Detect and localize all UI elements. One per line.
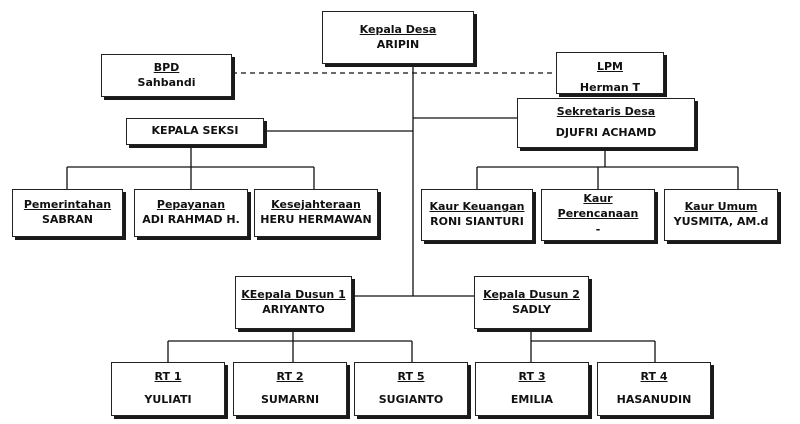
dusun-title: Kepala Dusun 2: [483, 287, 580, 301]
rt-title: RT 2: [276, 370, 304, 384]
kaur-title: Kaur Umum: [684, 200, 758, 214]
rt-name: HASANUDIN: [616, 392, 692, 406]
seksi-kesejahteraan-box: Kesejahteraan HERU HERMAWAN: [254, 189, 378, 237]
sekretaris-desa-title: Sekretaris Desa: [556, 105, 656, 119]
seksi-name: ADI RAHMAD H.: [142, 213, 240, 226]
bpd-name: Sahbandi: [137, 75, 196, 89]
sekretaris-desa-name: DJUFRI ACHAMD: [555, 126, 657, 140]
kepala-desa-name: ARIPIN: [376, 37, 420, 51]
bpd-box: BPD Sahbandi: [101, 54, 232, 97]
seksi-title: Pepayanan: [156, 198, 226, 212]
seksi-name: HERU HERMAWAN: [260, 213, 372, 226]
kepala-dusun-1-box: KEepala Dusun 1 ARIYANTO: [235, 276, 352, 329]
dusun-name: SADLY: [512, 302, 551, 316]
kaur-name: YUSMITA, AM.d: [673, 215, 769, 228]
rt-2-box: RT 2 SUMARNI: [233, 362, 347, 416]
rt-5-box: RT 5 SUGIANTO: [354, 362, 468, 416]
sekretaris-desa-box: Sekretaris Desa DJUFRI ACHAMD: [517, 98, 695, 148]
rt-title: RT 5: [397, 370, 425, 384]
dusun-name: ARIYANTO: [262, 302, 325, 316]
kepala-desa-box: Kepala Desa ARIPIN: [322, 11, 474, 64]
rt-name: SUMARNI: [260, 392, 320, 406]
rt-name: EMILIA: [510, 392, 554, 406]
rt-4-box: RT 4 HASANUDIN: [597, 362, 711, 416]
seksi-title: Pemerintahan: [23, 198, 112, 212]
lpm-name: Herman T: [579, 80, 641, 94]
seksi-pepayanan-box: Pepayanan ADI RAHMAD H.: [134, 189, 248, 237]
kaur-umum-box: Kaur Umum YUSMITA, AM.d: [664, 189, 778, 241]
kepala-desa-title: Kepala Desa: [359, 22, 437, 36]
lpm-box: LPM Herman T: [556, 52, 664, 94]
kepala-seksi-title: KEPALA SEKSI: [151, 124, 239, 138]
bpd-title: BPD: [153, 60, 180, 74]
rt-name: SUGIANTO: [378, 392, 444, 406]
kaur-title: Kaur Keuangan: [429, 200, 525, 214]
seksi-pemerintahan-box: Pemerintahan SABRAN: [12, 189, 123, 237]
rt-title: RT 1: [154, 370, 182, 384]
lpm-title: LPM: [596, 60, 624, 73]
rt-3-box: RT 3 EMILIA: [475, 362, 589, 416]
seksi-title: Kesejahteraan: [271, 198, 361, 212]
rt-title: RT 3: [518, 370, 546, 384]
kepala-dusun-2-box: Kepala Dusun 2 SADLY: [474, 276, 589, 329]
kaur-name: -: [595, 223, 601, 237]
kaur-name: RONI SIANTURI: [430, 215, 524, 228]
rt-name: YULIATI: [144, 392, 192, 406]
seksi-name: SABRAN: [41, 213, 93, 226]
kaur-keuangan-box: Kaur Keuangan RONI SIANTURI: [421, 189, 533, 241]
kepala-seksi-box: KEPALA SEKSI: [126, 118, 264, 145]
rt-1-box: RT 1 YULIATI: [111, 362, 225, 416]
kaur-title: Kaur Perencanaan: [557, 191, 639, 220]
dusun-title: KEepala Dusun 1: [241, 287, 346, 301]
kaur-perencanaan-box: Kaur Perencanaan -: [541, 189, 655, 241]
rt-title: RT 4: [640, 370, 668, 384]
